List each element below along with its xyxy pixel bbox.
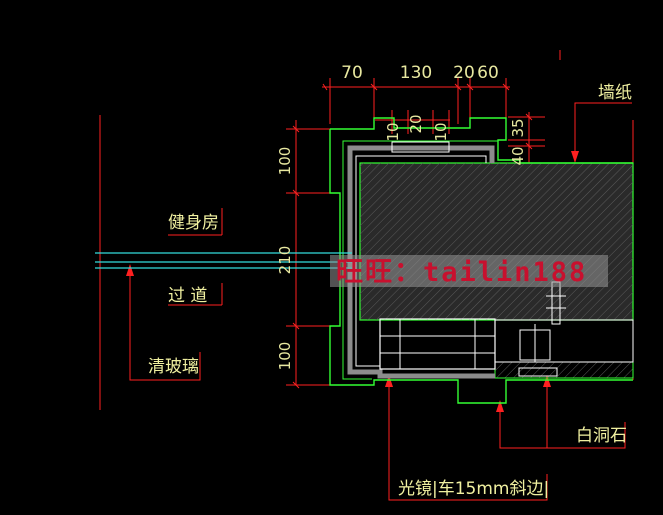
watermark-background xyxy=(330,255,608,287)
leader-arrows xyxy=(126,151,579,412)
watermark-text: 旺旺：tailin188 xyxy=(336,257,587,288)
dim-left-100-top: 100 xyxy=(276,147,294,176)
label-mirror: 光镜|车15mm斜边| xyxy=(398,479,549,499)
wall-section xyxy=(329,117,634,404)
dim-small-40: 40 xyxy=(509,146,527,165)
label-corridor: 过 道 xyxy=(168,286,207,306)
dimension-labels: 70 130 20 60 10 20 10 35 40 100 210 100 xyxy=(276,63,527,370)
annotation-labels: 墙纸 健身房 过 道 清玻璃 白洞石 光镜|车15mm斜边| xyxy=(148,83,632,499)
dim-60: 60 xyxy=(477,63,499,83)
watermark: 旺旺：tailin188 xyxy=(330,255,608,288)
dim-70: 70 xyxy=(341,63,363,83)
glass-partition xyxy=(95,252,352,269)
dim-left-210: 210 xyxy=(276,246,294,275)
label-wallpaper: 墙纸 xyxy=(598,83,632,103)
dim-130: 130 xyxy=(400,63,432,83)
dim-left-100-bottom: 100 xyxy=(276,342,294,371)
dim-small-10b: 10 xyxy=(432,122,450,141)
dim-small-20: 20 xyxy=(407,114,425,133)
label-gym: 健身房 xyxy=(168,213,219,233)
label-clear-glass: 清玻璃 xyxy=(148,357,199,377)
dim-small-10a: 10 xyxy=(384,122,402,141)
dim-20: 20 xyxy=(453,63,475,83)
dim-small-35: 35 xyxy=(509,118,527,137)
label-white-marble: 白洞石 xyxy=(576,426,627,446)
